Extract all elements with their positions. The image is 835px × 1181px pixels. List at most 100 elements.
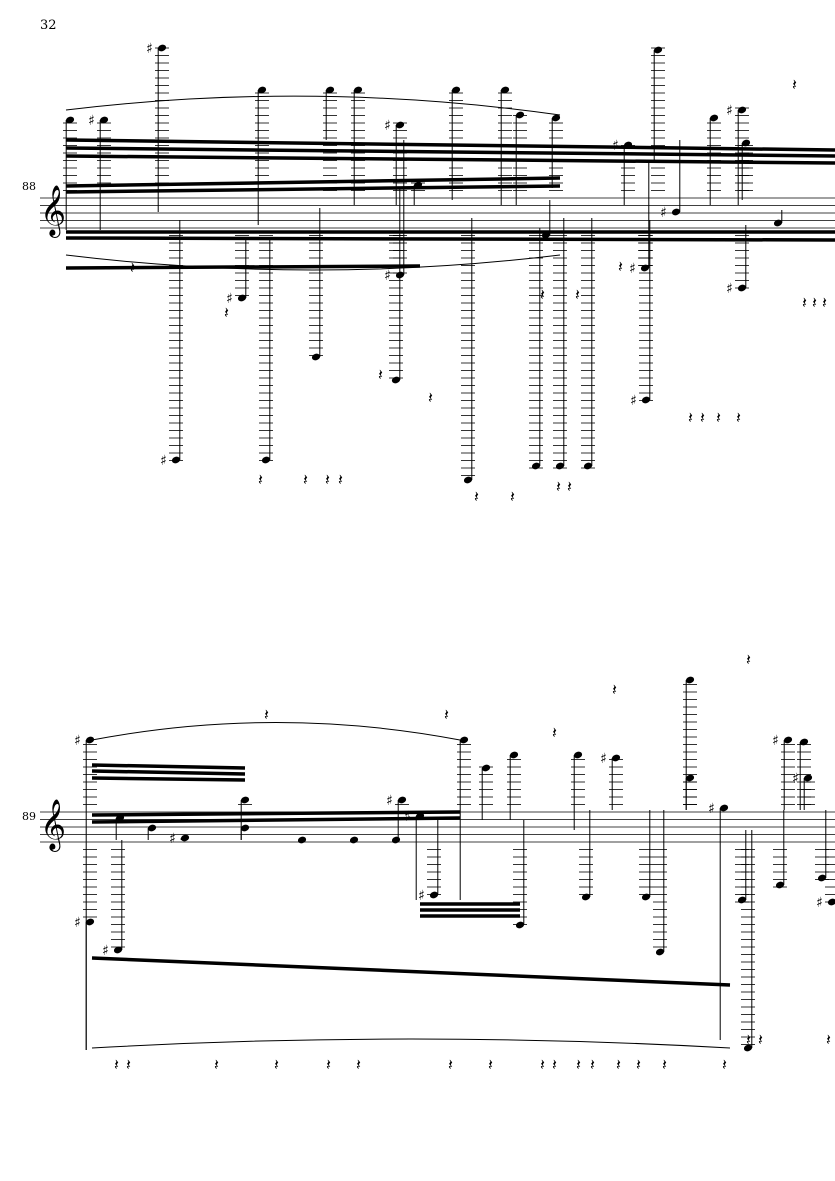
quarter-rest: 𝄽 xyxy=(736,408,741,427)
quarter-rest: 𝄽 xyxy=(552,1055,557,1074)
quarter-rest: 𝄽 xyxy=(214,1055,219,1074)
notehead xyxy=(773,219,783,227)
quarter-rest: 𝄽 xyxy=(552,723,557,742)
quarter-rest: 𝄽 xyxy=(575,285,580,304)
beam xyxy=(65,184,561,194)
notehead xyxy=(261,456,271,464)
sharp-sign: ♯ xyxy=(816,895,823,911)
notehead xyxy=(85,736,95,744)
notehead xyxy=(397,796,407,804)
quarter-rest: 𝄽 xyxy=(758,1030,763,1049)
quarter-rest: 𝄽 xyxy=(722,1055,727,1074)
notehead xyxy=(463,476,473,484)
quarter-rest: 𝄽 xyxy=(576,1055,581,1074)
quarter-rest: 𝄽 xyxy=(224,303,229,322)
notehead xyxy=(349,836,359,844)
notehead xyxy=(799,738,809,746)
quarter-rest: 𝄽 xyxy=(338,470,343,489)
notehead xyxy=(85,918,95,926)
sharp-sign: ♯ xyxy=(146,41,153,57)
quarter-rest: 𝄽 xyxy=(792,75,797,94)
quarter-rest: 𝄽 xyxy=(662,1055,667,1074)
notehead xyxy=(180,834,190,842)
beam xyxy=(91,776,246,782)
notehead xyxy=(803,774,813,782)
notehead xyxy=(741,139,751,147)
sharp-sign: ♯ xyxy=(726,281,733,297)
notehead xyxy=(451,86,461,94)
notehead xyxy=(551,114,561,122)
quarter-rest: 𝄽 xyxy=(448,1055,453,1074)
beam xyxy=(91,763,246,770)
notehead xyxy=(65,116,75,124)
sharp-sign: ♯ xyxy=(226,291,233,307)
sharp-sign: ♯ xyxy=(74,733,81,749)
beam xyxy=(65,236,835,242)
beam xyxy=(91,769,246,776)
quarter-rest: 𝄽 xyxy=(802,293,807,312)
quarter-rest: 𝄽 xyxy=(822,293,827,312)
quarter-rest: 𝄽 xyxy=(636,1055,641,1074)
quarter-rest: 𝄽 xyxy=(114,1055,119,1074)
notehead xyxy=(459,736,469,744)
quarter-rest: 𝄽 xyxy=(590,1055,595,1074)
notehead xyxy=(581,893,591,901)
quarter-rest: 𝄽 xyxy=(325,470,330,489)
slur xyxy=(65,254,561,271)
slur xyxy=(65,95,561,116)
page-number: 32 xyxy=(40,18,57,33)
beam xyxy=(65,176,561,188)
beam xyxy=(91,816,461,824)
quarter-rest: 𝄽 xyxy=(688,408,693,427)
beam xyxy=(65,154,835,165)
quarter-rest: 𝄽 xyxy=(556,477,561,496)
notehead xyxy=(481,764,491,772)
notehead xyxy=(391,836,401,844)
notehead xyxy=(709,114,719,122)
notehead xyxy=(573,751,583,759)
quarter-rest: 𝄽 xyxy=(274,1055,279,1074)
notehead xyxy=(515,111,525,119)
treble-clef: 𝄞 xyxy=(40,799,66,852)
slur xyxy=(91,1038,731,1049)
notehead xyxy=(640,264,650,272)
beam xyxy=(65,138,835,152)
notehead xyxy=(500,86,510,94)
quarter-rest: 𝄽 xyxy=(812,293,817,312)
notehead xyxy=(783,736,793,744)
notehead xyxy=(113,946,123,954)
sharp-sign: ♯ xyxy=(792,771,799,787)
sharp-sign: ♯ xyxy=(74,915,81,931)
sharp-sign: ♯ xyxy=(384,268,391,284)
quarter-rest: 𝄽 xyxy=(746,1030,751,1049)
sharp-sign: ♯ xyxy=(88,113,95,129)
beam xyxy=(91,956,731,987)
quarter-rest: 𝄽 xyxy=(746,650,751,669)
sharp-sign: ♯ xyxy=(169,831,176,847)
notehead xyxy=(147,824,157,832)
quarter-rest: 𝄽 xyxy=(567,477,572,496)
measure-number-89: 89 xyxy=(22,810,36,823)
notehead xyxy=(685,676,695,684)
notehead xyxy=(719,804,729,812)
notehead xyxy=(671,208,681,216)
notehead xyxy=(655,948,665,956)
notehead xyxy=(353,86,363,94)
notehead xyxy=(685,774,695,782)
notehead xyxy=(325,86,335,94)
notehead xyxy=(429,891,439,899)
quarter-rest: 𝄽 xyxy=(474,487,479,506)
sharp-sign: ♯ xyxy=(660,205,667,221)
quarter-rest: 𝄽 xyxy=(378,365,383,384)
sharp-sign: ♯ xyxy=(772,733,779,749)
quarter-rest: 𝄽 xyxy=(612,680,617,699)
quarter-rest: 𝄽 xyxy=(303,470,308,489)
quarter-rest: 𝄽 xyxy=(444,705,449,724)
sharp-sign: ♯ xyxy=(600,751,607,767)
beam xyxy=(91,810,461,817)
sharp-sign: ♯ xyxy=(102,943,109,959)
notehead xyxy=(237,294,247,302)
treble-clef: 𝄞 xyxy=(40,185,66,238)
slur xyxy=(91,722,461,741)
sharp-sign: ♯ xyxy=(708,801,715,817)
